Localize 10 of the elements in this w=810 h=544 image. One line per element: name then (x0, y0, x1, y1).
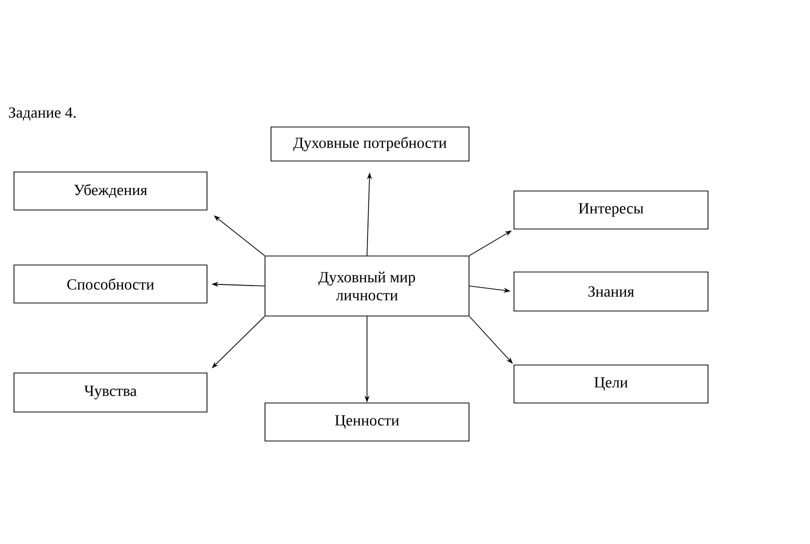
task-label: Задание 4. (8, 107, 76, 121)
process-box: Духовный мир личности (264, 256, 470, 316)
process-box: Ценности (264, 402, 470, 442)
process-box: Знания (514, 272, 708, 312)
process-box: Способности (14, 264, 208, 304)
process-box: Чувства (14, 372, 208, 412)
process-box: Цели (514, 364, 708, 404)
process-box: Интересы (514, 190, 708, 230)
process-box: Убеждения (14, 172, 208, 210)
process-box: Духовные потребности (270, 126, 470, 162)
